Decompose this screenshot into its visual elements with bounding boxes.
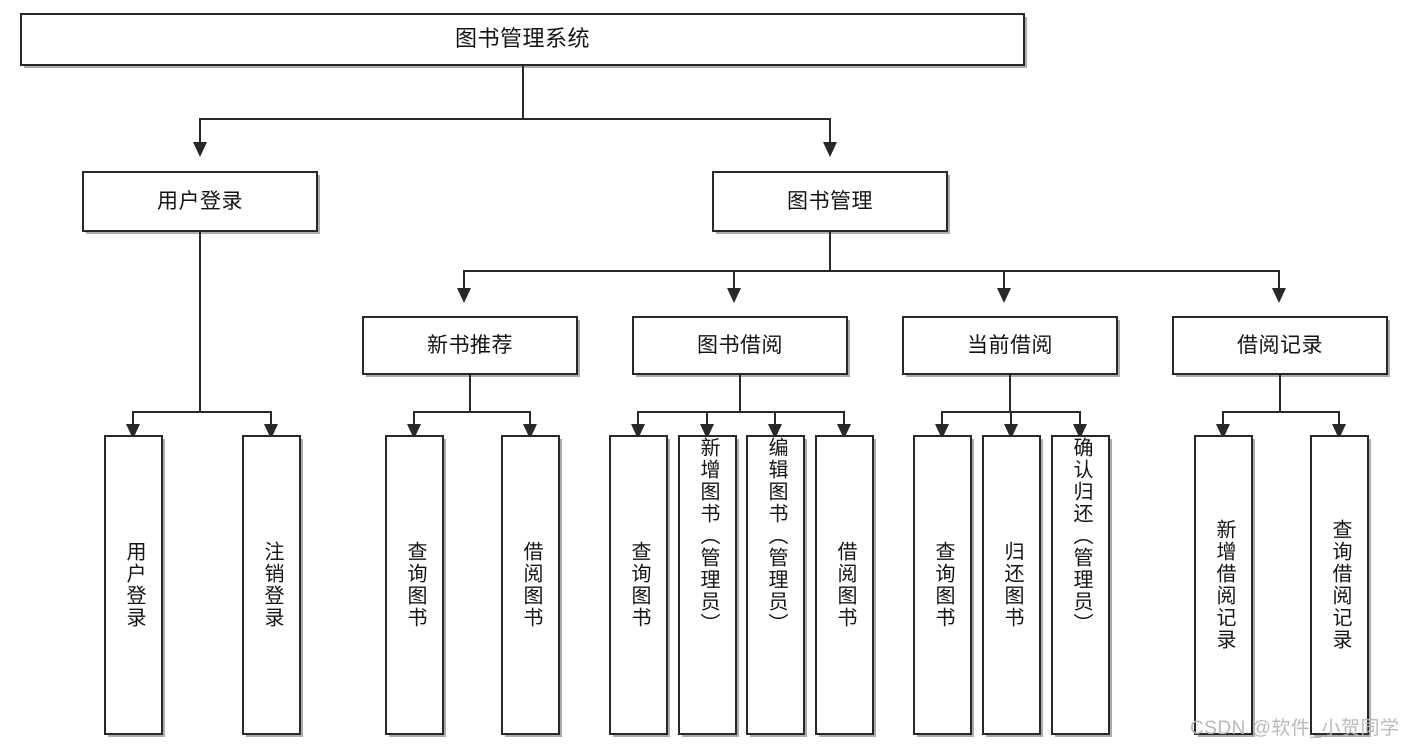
leaf-query-book-recommend[interactable]: 查询图书 xyxy=(385,435,444,735)
node-current-borrow[interactable]: 当前借阅 xyxy=(902,316,1118,375)
node-root-system[interactable]: 图书管理系统 xyxy=(20,13,1025,66)
leaf-logout[interactable]: 注销登录 xyxy=(242,435,301,735)
connector-lvl3-drop-4 xyxy=(1278,270,1280,290)
leaf-confirm-return-admin[interactable]: 确认归还（管理员） xyxy=(1051,435,1110,735)
node-label: 借阅记录 xyxy=(1237,333,1323,357)
node-label: 借阅图书 xyxy=(520,541,542,629)
connector-nbr-down xyxy=(469,375,471,411)
connector-root-down xyxy=(522,66,524,118)
node-label: 查询图书 xyxy=(628,541,650,629)
node-label: 图书借阅 xyxy=(697,333,783,357)
node-label: 新增图书（管理员） xyxy=(697,437,719,635)
node-book-borrow[interactable]: 图书借阅 xyxy=(632,316,848,375)
node-label: 用户登录 xyxy=(157,189,243,213)
leaf-query-borrow-record[interactable]: 查询借阅记录 xyxy=(1310,435,1369,735)
connector-br-down xyxy=(1279,375,1281,411)
connector-cb-drop-2 xyxy=(1010,411,1012,427)
arrow-to-new-book-recommend xyxy=(457,288,471,303)
node-book-management[interactable]: 图书管理 xyxy=(712,171,948,232)
connector-nbr-drop-2 xyxy=(529,411,531,427)
leaf-borrow-book-recommend[interactable]: 借阅图书 xyxy=(501,435,560,735)
node-label: 查询借阅记录 xyxy=(1329,519,1351,651)
connector-bb-drop-1 xyxy=(637,411,639,427)
connector-bb-drop-4 xyxy=(843,411,845,427)
node-borrow-record[interactable]: 借阅记录 xyxy=(1172,316,1388,375)
node-label: 用户登录 xyxy=(123,541,145,629)
connector-user-login-drop-1 xyxy=(132,411,134,427)
connector-root-right-drop xyxy=(829,118,831,144)
leaf-query-book-borrow[interactable]: 查询图书 xyxy=(609,435,668,735)
connector-nbr-bar xyxy=(413,411,531,413)
connector-bb-down xyxy=(739,375,741,411)
node-label: 确认归还（管理员） xyxy=(1070,437,1092,635)
connector-cb-down xyxy=(1009,375,1011,411)
connector-lvl3-drop-3 xyxy=(1003,270,1005,290)
connector-user-login-bar xyxy=(132,411,272,413)
connector-bb-bar xyxy=(637,411,845,413)
connector-user-login-drop-2 xyxy=(270,411,272,427)
connector-br-drop-1 xyxy=(1222,411,1224,427)
node-label: 新增借阅记录 xyxy=(1213,519,1235,651)
node-label: 查询图书 xyxy=(932,541,954,629)
connector-br-bar xyxy=(1222,411,1340,413)
connector-root-bar xyxy=(199,118,831,120)
leaf-add-book-admin[interactable]: 新增图书（管理员） xyxy=(678,435,737,735)
node-new-book-recommend[interactable]: 新书推荐 xyxy=(362,316,578,375)
node-label: 查询图书 xyxy=(404,541,426,629)
arrow-to-borrow-record xyxy=(1272,288,1286,303)
connector-cb-drop-3 xyxy=(1079,411,1081,427)
connector-root-left-drop xyxy=(199,118,201,144)
leaf-return-book[interactable]: 归还图书 xyxy=(982,435,1041,735)
node-label: 借阅图书 xyxy=(834,541,856,629)
node-label: 编辑图书（管理员） xyxy=(765,437,787,635)
arrow-to-book-borrow xyxy=(727,288,741,303)
node-label: 归还图书 xyxy=(1001,541,1023,629)
connector-lvl3-drop-1 xyxy=(463,270,465,290)
connector-bb-drop-2 xyxy=(706,411,708,427)
leaf-user-login[interactable]: 用户登录 xyxy=(104,435,163,735)
connector-br-drop-2 xyxy=(1338,411,1340,427)
node-label: 图书管理系统 xyxy=(454,26,590,52)
connector-nbr-drop-1 xyxy=(413,411,415,427)
connector-bb-drop-3 xyxy=(774,411,776,427)
arrow-to-book-manage xyxy=(823,142,837,157)
node-label: 注销登录 xyxy=(261,541,283,629)
arrow-to-current-borrow xyxy=(997,288,1011,303)
node-label: 图书管理 xyxy=(787,189,873,213)
connector-lvl3-drop-2 xyxy=(733,270,735,290)
connector-cb-drop-1 xyxy=(941,411,943,427)
connector-book-manage-down xyxy=(829,232,831,270)
leaf-query-book-current[interactable]: 查询图书 xyxy=(913,435,972,735)
node-user-login[interactable]: 用户登录 xyxy=(82,171,318,232)
leaf-add-borrow-record[interactable]: 新增借阅记录 xyxy=(1194,435,1253,735)
connector-book-manage-bar xyxy=(463,270,1280,272)
node-label: 当前借阅 xyxy=(967,333,1053,357)
node-label: 新书推荐 xyxy=(427,333,513,357)
leaf-borrow-book[interactable]: 借阅图书 xyxy=(815,435,874,735)
arrow-to-user-login xyxy=(193,142,207,157)
leaf-edit-book-admin[interactable]: 编辑图书（管理员） xyxy=(746,435,805,735)
connector-user-login-down xyxy=(199,232,201,411)
